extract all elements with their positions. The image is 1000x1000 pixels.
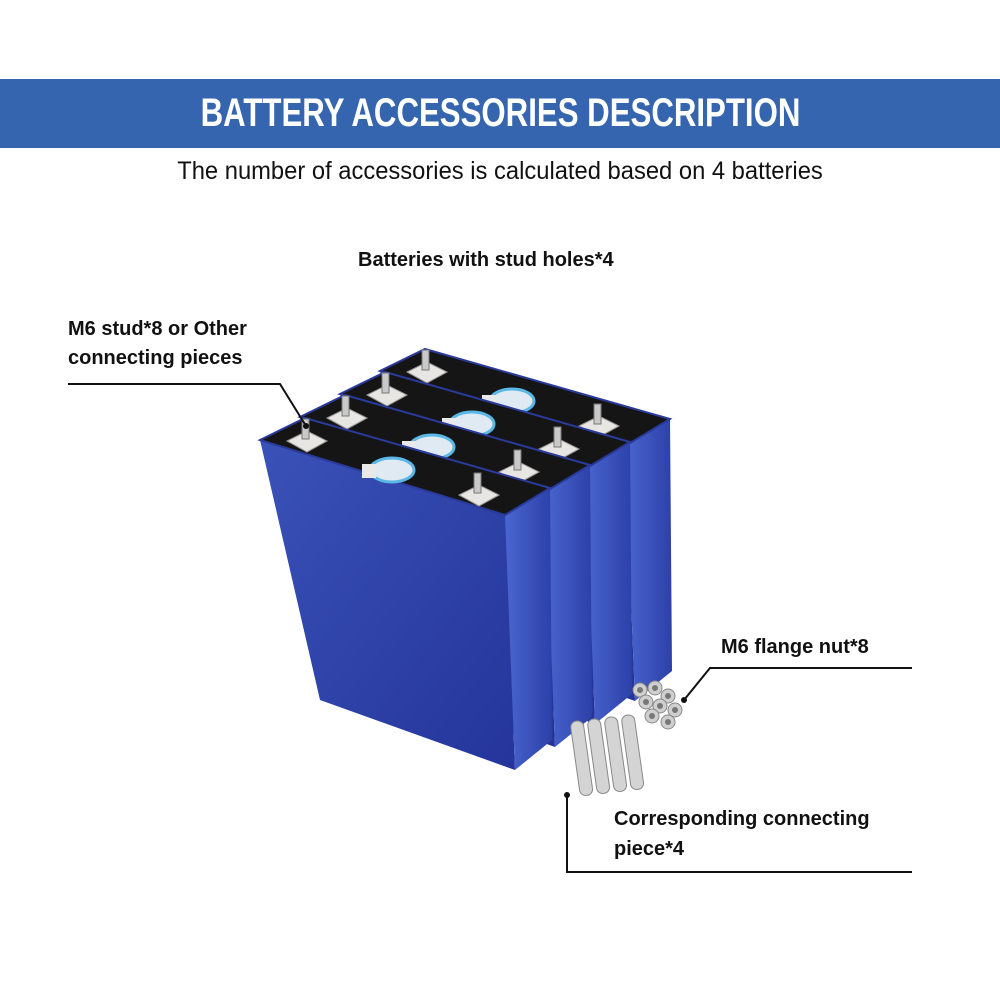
nut-leader-line bbox=[683, 667, 912, 701]
stud-icon bbox=[301, 418, 310, 440]
terminal-pad bbox=[457, 484, 501, 507]
connecting-piece-icon bbox=[587, 718, 611, 794]
flange-nuts bbox=[632, 680, 683, 730]
pieces-label-line2: piece*4 bbox=[614, 838, 685, 860]
battery-side-face bbox=[505, 488, 552, 770]
stud-leader-line bbox=[68, 383, 307, 427]
stud-icon bbox=[513, 449, 522, 471]
connecting-piece-icon bbox=[604, 716, 628, 792]
nut-hole bbox=[665, 719, 671, 725]
stud-icon bbox=[421, 349, 430, 371]
pieces-label-line1: Corresponding connecting bbox=[614, 808, 870, 830]
studs-label-line2: connecting pieces bbox=[68, 347, 243, 369]
nut-hole bbox=[672, 707, 678, 713]
nut-hole bbox=[657, 703, 663, 709]
studs-label-line1: M6 stud*8 or Other bbox=[68, 318, 247, 340]
title-banner: BATTERY ACCESSORIES DESCRIPTION bbox=[0, 79, 1000, 148]
nut-hole bbox=[665, 693, 671, 699]
page-title: BATTERY ACCESSORIES DESCRIPTION bbox=[200, 91, 800, 135]
connecting-piece-icon bbox=[621, 714, 645, 790]
battery-group bbox=[257, 347, 673, 770]
stud-icon bbox=[593, 403, 602, 425]
connecting-piece-icon bbox=[570, 720, 594, 796]
battery-side-face bbox=[545, 465, 592, 747]
battery-front-face bbox=[260, 440, 515, 770]
label-tab bbox=[362, 464, 376, 478]
stud-icon bbox=[381, 372, 390, 394]
battery bbox=[257, 416, 553, 770]
piece-leader-line bbox=[566, 795, 912, 873]
stud-icon bbox=[341, 395, 350, 417]
stud-icon bbox=[473, 472, 482, 494]
nut-hole bbox=[649, 713, 655, 719]
terminal-pad bbox=[325, 407, 369, 430]
terminal-pad bbox=[365, 384, 409, 407]
nut-hole bbox=[652, 685, 658, 691]
battery-side-face bbox=[585, 442, 632, 724]
terminal-pad bbox=[285, 430, 329, 453]
nut-hole bbox=[637, 687, 643, 693]
connecting-pieces bbox=[570, 714, 645, 796]
nut-hole bbox=[643, 699, 649, 705]
stud-icon bbox=[553, 426, 562, 448]
terminal-pad bbox=[405, 361, 449, 384]
nuts-label: M6 flange nut*8 bbox=[721, 636, 869, 658]
vent-icon bbox=[368, 456, 416, 484]
battery-side-face bbox=[625, 419, 672, 701]
subtitle: The number of accessories is calculated … bbox=[177, 157, 823, 185]
batteries-label: Batteries with stud holes*4 bbox=[358, 249, 614, 271]
